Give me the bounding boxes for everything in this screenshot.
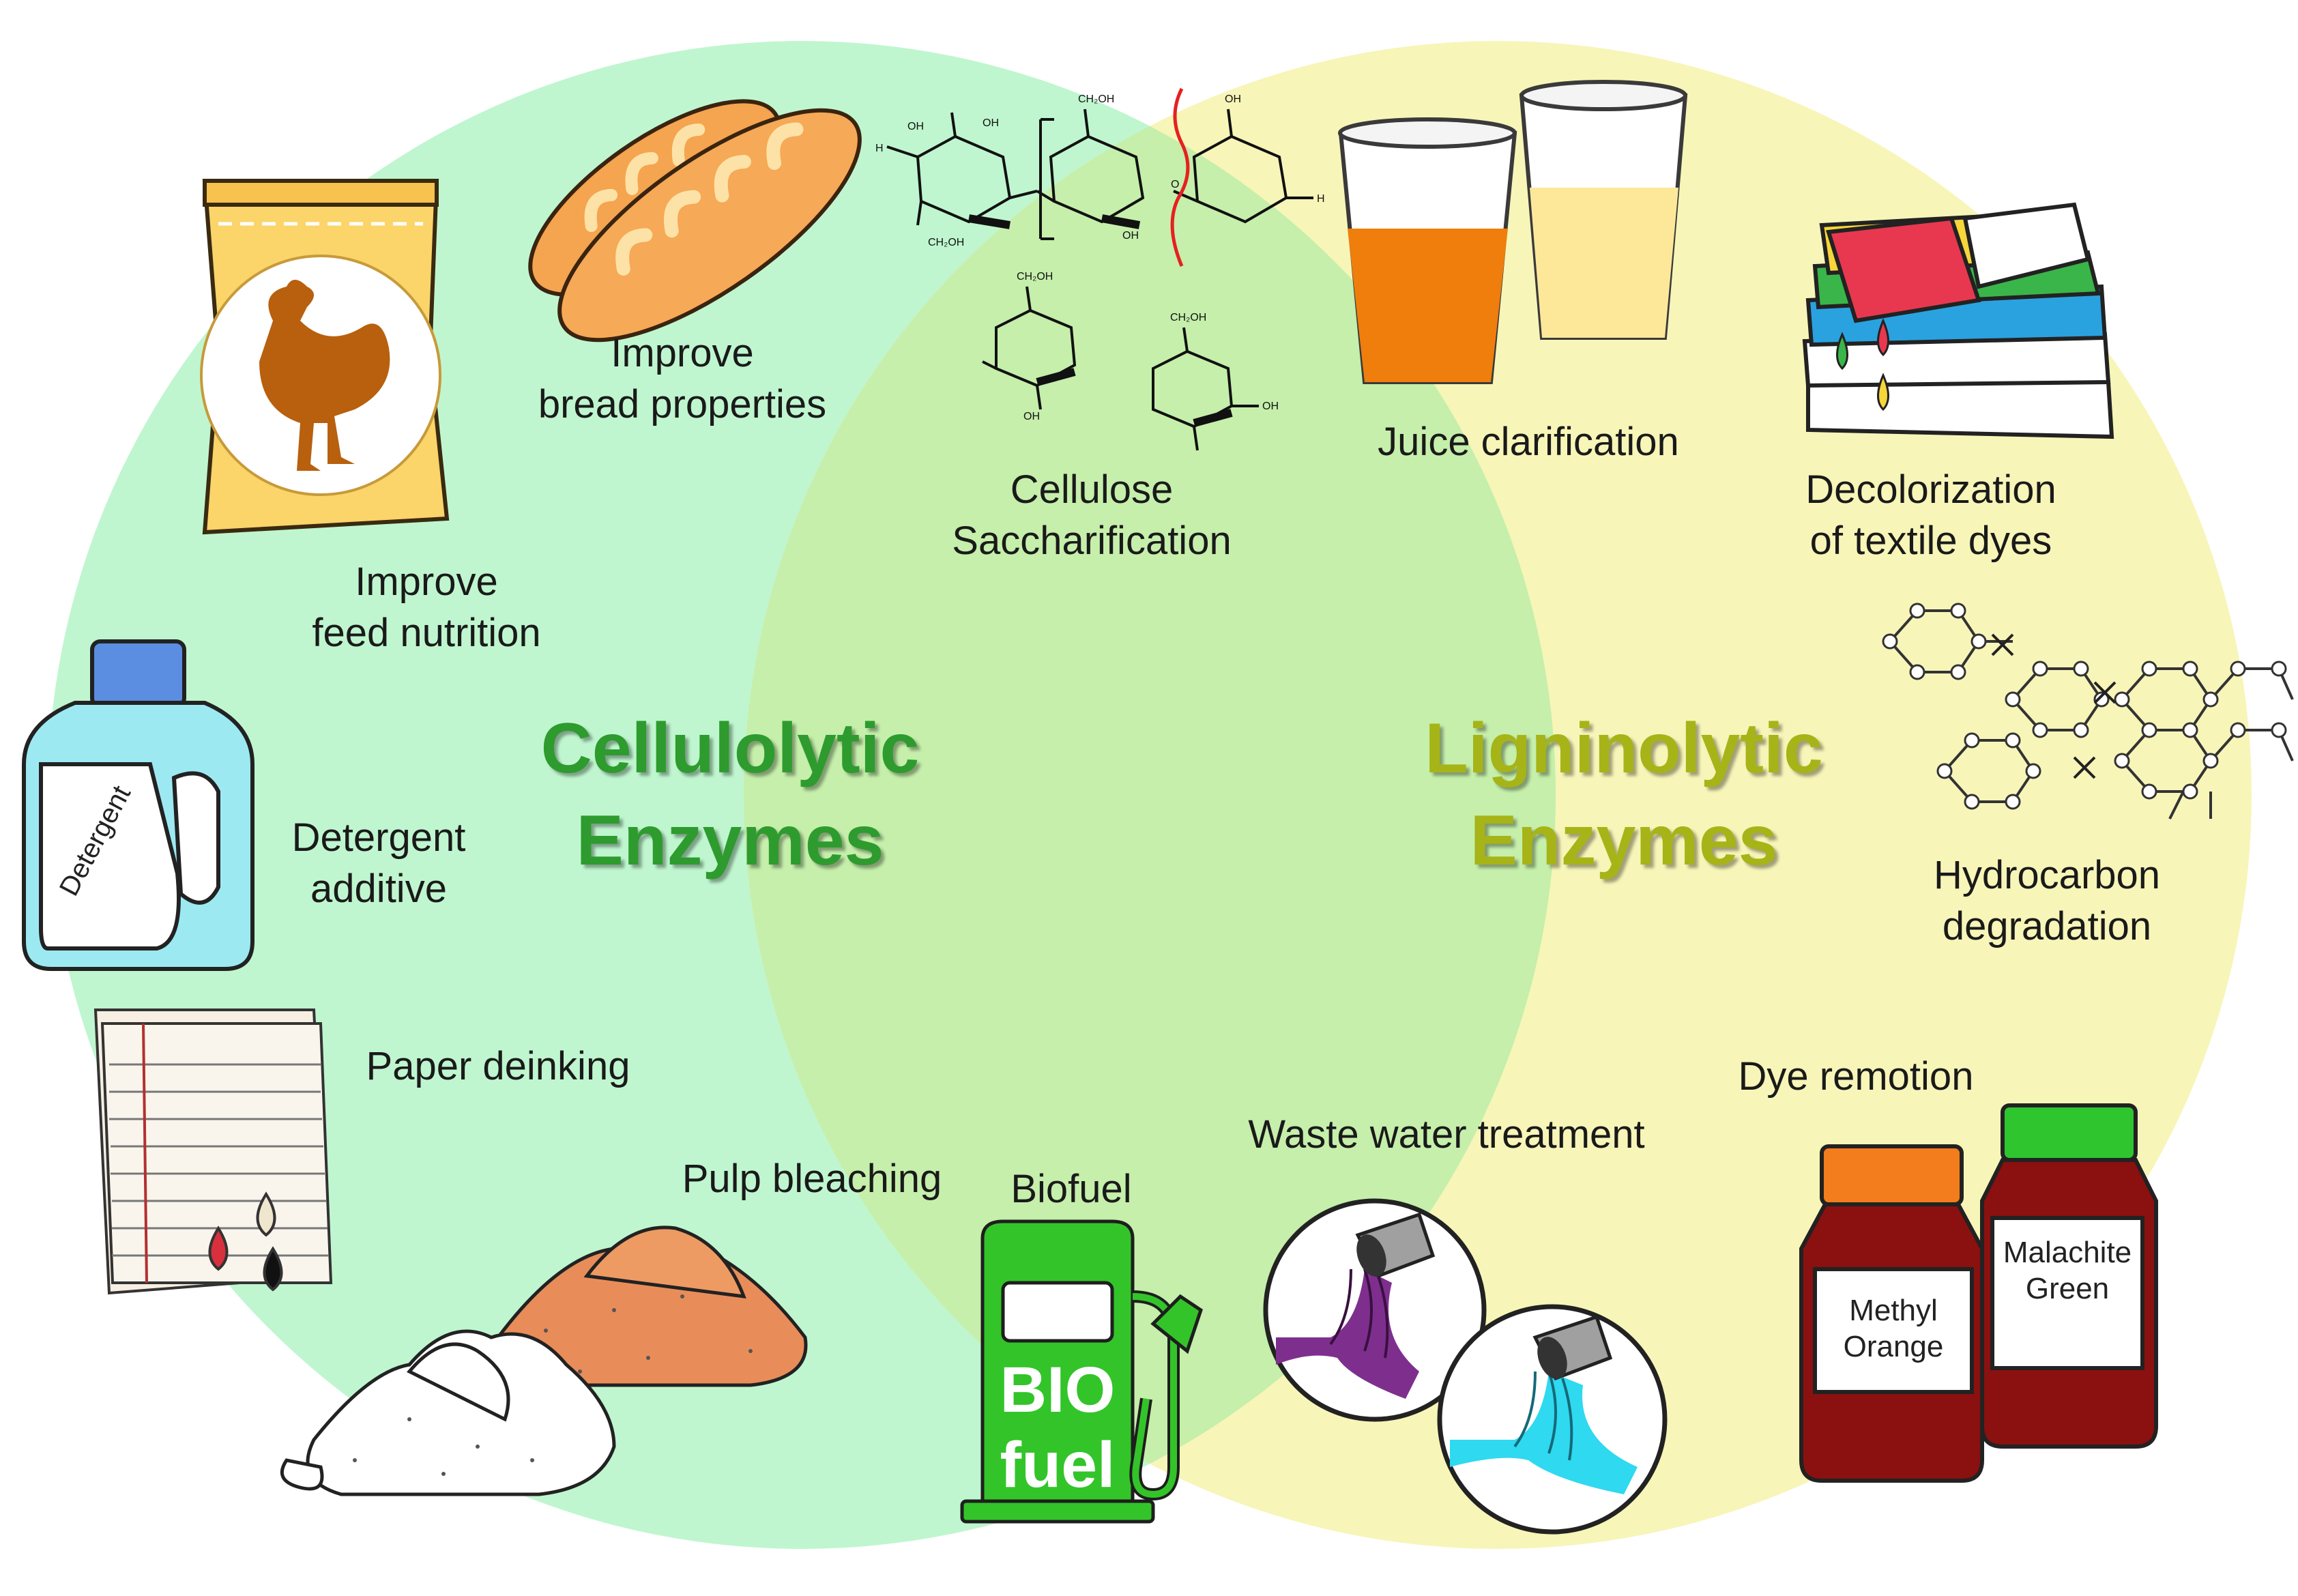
paper-stack-icon (93, 1009, 333, 1295)
svg-text:H: H (875, 143, 884, 154)
ligninolytic-line2: Enzymes (1470, 801, 1778, 881)
juice-label: Juice clarification (1378, 420, 1679, 464)
detergent-label: Detergent additive (263, 812, 495, 915)
ligninolytic-line1: Ligninolytic (1425, 709, 1823, 788)
ligninolytic-title: Ligninolytic Enzymes (1351, 703, 1897, 887)
svg-text:OH: OH (1023, 411, 1040, 422)
svg-text:CH₂OH: CH₂OH (1170, 312, 1206, 323)
svg-text:CH₂OH: CH₂OH (1078, 93, 1114, 105)
cellulose-label: Cellulose Saccharification (921, 464, 1262, 567)
dye-jars-icon (1799, 1103, 2158, 1483)
pulp-piles-icon (280, 1225, 808, 1496)
fuel-pump-icon (960, 1219, 1203, 1524)
wastewater-label: Waste water treatment (1248, 1112, 1645, 1157)
svg-text:CH₂OH: CH₂OH (1017, 271, 1053, 282)
feed-bag-icon (200, 179, 450, 535)
hydrocarbon-label: Hydrocarbon degradation (1890, 850, 2204, 953)
jar2-line2: Green (2025, 1271, 2110, 1305)
detergent-bottle-icon (22, 639, 254, 971)
jar-malachite-green-label: Malachite Green (1992, 1235, 2142, 1307)
cellulolytic-line2: Enzymes (576, 801, 884, 881)
cellulolytic-line1: Cellulolytic (540, 709, 920, 788)
pulp-speckles (353, 1294, 753, 1476)
jar1-line2: Orange (1843, 1329, 1944, 1363)
rooster-icon (259, 280, 390, 471)
bread-icon (528, 99, 862, 343)
detergent-line1: Detergent (291, 815, 466, 860)
textile-line1: Decolorization (1805, 467, 2056, 512)
feed-line2: feed nutrition (312, 611, 541, 656)
paper-label: Paper deinking (366, 1044, 630, 1088)
svg-text:OH: OH (907, 121, 924, 132)
cellulose-line2: Saccharification (952, 519, 1232, 564)
bread-label: Improve bread properties (505, 328, 860, 431)
svg-text:OH: OH (1262, 401, 1279, 412)
jar2-line1: Malachite (2003, 1236, 2132, 1269)
jar1-line1: Methyl (1849, 1294, 1938, 1327)
glucose-molecule-icon (886, 87, 1313, 451)
textile-line2: of textile dyes (1809, 519, 2052, 564)
biofuel-label: Biofuel (1010, 1167, 1132, 1211)
detergent-line2: additive (310, 867, 447, 912)
cellulolytic-title: Cellulolytic Enzymes (478, 703, 983, 887)
molecule-atom-labels: H OH OH CH₂OH CH₂OH OH OH H CH₂OH OH CH₂… (875, 93, 1325, 422)
svg-text:O: O (1171, 179, 1179, 190)
svg-text:CH₂OH: CH₂OH (928, 237, 964, 248)
svg-text:OH: OH (1225, 93, 1241, 105)
bread-line2: bread properties (538, 382, 827, 427)
svg-text:OH: OH (983, 117, 999, 129)
scissors-icon (1991, 633, 2117, 779)
biofuel-pump-line1: BIO (1000, 1354, 1116, 1426)
hydrocarbon-line2: degradation (1942, 904, 2152, 949)
dye-label: Dye remotion (1738, 1054, 1974, 1099)
bread-line1: Improve (611, 331, 754, 375)
biofuel-pump-line2: fuel (1000, 1429, 1116, 1501)
svg-text:H: H (1317, 193, 1325, 205)
jar-methyl-orange-label: Methyl Orange (1815, 1293, 1972, 1365)
svg-text:OH: OH (1122, 230, 1139, 242)
juice-glasses-icon (1338, 80, 1688, 384)
hydrocarbon-line1: Hydrocarbon (1933, 853, 2161, 897)
textiles-icon (1802, 202, 2114, 439)
hydrocarbon-vertices (1882, 603, 2287, 810)
wastewater-pipes-icon (1263, 1198, 1668, 1535)
overlap-region (744, 41, 1556, 1549)
pulp-label: Pulp bleaching (682, 1157, 942, 1201)
feed-label: Improve feed nutrition (273, 556, 580, 659)
textile-label: Decolorization of textile dyes (1754, 464, 2108, 567)
cellulose-line1: Cellulose (1010, 467, 1174, 512)
feed-line1: Improve (355, 560, 498, 604)
